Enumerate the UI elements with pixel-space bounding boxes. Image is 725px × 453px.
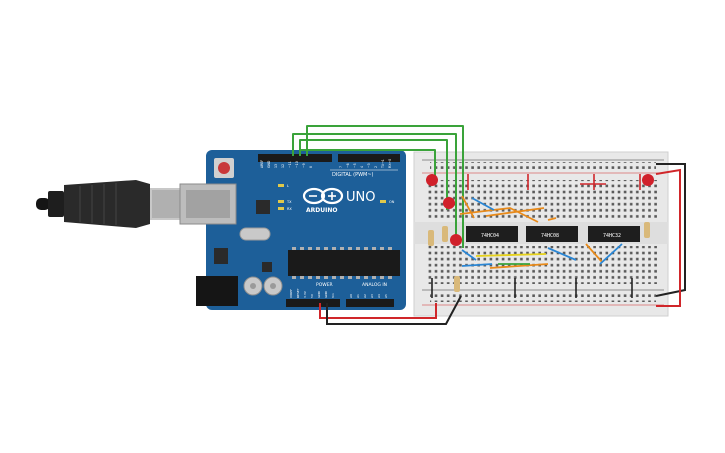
orange-wire-3[interactable]	[461, 195, 475, 219]
pin-label-gnd-1: GND	[317, 290, 321, 298]
crystal	[239, 227, 271, 241]
pin-label-a2: A2	[363, 294, 367, 298]
digital-header-left[interactable]	[258, 154, 332, 162]
resistors[interactable]	[428, 222, 650, 292]
led-4[interactable]	[642, 174, 654, 186]
model-label: UNO	[346, 190, 375, 205]
pin-label-3v3: 3.3V	[303, 290, 307, 298]
chip-3-label: 74HC32	[603, 233, 621, 239]
led-label-tx: TX	[286, 200, 292, 204]
orange-wire-6[interactable]	[585, 243, 603, 263]
led-label-l: L	[287, 184, 289, 188]
pin-label-9: ~9	[302, 163, 306, 168]
blue-wire-4[interactable]	[461, 249, 477, 261]
green-wire-2[interactable]	[299, 139, 448, 210]
green-wires[interactable]	[292, 125, 464, 248]
pin-label-5v: 5V	[310, 293, 314, 298]
pin-label-13: 13	[274, 164, 278, 168]
pin-label-a1: A1	[356, 294, 360, 298]
black-jumpers[interactable]	[431, 278, 633, 298]
blue-wire-1[interactable]	[547, 247, 577, 261]
digital-pin-labels: AREF GND 13 12 ~11 ~10 ~9 8 7 ~6 ~5 4 ~3…	[260, 159, 392, 169]
brand-label: ARDUINO	[306, 207, 337, 214]
atmega-microcontroller	[288, 250, 400, 276]
pin-label-10: ~10	[295, 161, 299, 168]
voltage-regulator	[214, 248, 228, 264]
pin-label-reset: RESET	[296, 288, 300, 298]
led-2[interactable]	[443, 197, 455, 209]
led-3[interactable]	[450, 234, 462, 246]
arduino-uno-board[interactable]: AREF GND 13 12 ~11 ~10 ~9 8 7 ~6 ~5 4 ~3…	[179, 150, 406, 310]
pin-label-aref: AREF	[260, 160, 264, 168]
power-jack	[196, 276, 238, 306]
pin-label-8: 8	[309, 166, 313, 168]
resistor-4[interactable]	[644, 222, 650, 238]
bottom-power-rail[interactable]	[430, 292, 656, 302]
led-label-rx: RX	[287, 207, 292, 211]
power-pin-labels: IOREF RESET 3.3V 5V GND GND Vin A0 A1 A2…	[289, 288, 388, 298]
pin-label-12: 12	[281, 164, 285, 168]
analog-header-label: ANALOG IN	[362, 282, 387, 288]
pin-label-2: 2	[374, 166, 378, 168]
red-jumpers[interactable]	[467, 174, 641, 190]
pin-label-3: ~3	[367, 163, 371, 168]
black-wire-rail[interactable]	[655, 163, 686, 297]
pin-label-ioref: IOREF	[289, 289, 293, 298]
resistor-3[interactable]	[454, 276, 460, 292]
red-wire-rail[interactable]	[655, 168, 681, 307]
pin-label-a3: A3	[370, 294, 374, 298]
pin-label-vin: Vin	[331, 293, 335, 298]
pin-label-a0: A0	[349, 294, 353, 298]
chip-74hc08[interactable]: 74HC08	[526, 226, 578, 242]
red-wire-5v[interactable]	[319, 303, 437, 319]
orange-wire-2[interactable]	[485, 207, 545, 217]
pin-label-5: ~5	[353, 163, 357, 168]
signal-wires[interactable]	[459, 195, 623, 269]
usb-cable[interactable]	[36, 180, 182, 228]
chip-2-label: 74HC08	[541, 233, 559, 239]
pin-label-0: RX←0	[388, 159, 392, 168]
power-header-label: POWER	[316, 282, 333, 288]
pin-label-6: ~6	[346, 163, 350, 168]
pin-label-7: 7	[339, 166, 343, 168]
resistor-1[interactable]	[428, 230, 434, 246]
black-wire-gnd[interactable]	[326, 295, 462, 325]
orange-wire-1[interactable]	[459, 207, 539, 223]
pin-label-11: ~11	[288, 161, 292, 168]
top-terminal-strip[interactable]	[426, 180, 658, 218]
arduino-logo-icon	[302, 187, 344, 205]
chip-74hc04[interactable]: 74HC04	[466, 226, 518, 242]
led-1[interactable]	[426, 174, 438, 186]
power-wires[interactable]	[319, 163, 686, 325]
top-power-rail[interactable]	[430, 162, 656, 172]
leds[interactable]	[426, 174, 654, 246]
power-header[interactable]	[286, 299, 340, 307]
pin-label-a4: A4	[377, 294, 381, 298]
usb-controller-chip	[256, 200, 270, 214]
blue-wire-2[interactable]	[599, 243, 623, 265]
chip-1-label: 74HC04	[481, 233, 499, 239]
digital-header-right[interactable]	[338, 154, 400, 162]
pin-label-gnd: GND	[267, 160, 271, 168]
digital-header-label: DIGITAL (PWM~)	[332, 172, 374, 178]
pin-label-gnd-2: GND	[324, 290, 328, 298]
orange-wire-5[interactable]	[489, 263, 549, 269]
orange-wire-4[interactable]	[547, 217, 557, 221]
pin-label-4: 4	[360, 166, 364, 168]
pin-label-1: TX→1	[381, 159, 385, 169]
led-label-on: ON	[389, 200, 395, 204]
blue-wire-5[interactable]	[471, 197, 495, 211]
green-wire-1[interactable]	[292, 133, 457, 236]
resistor-2[interactable]	[442, 226, 448, 242]
blue-wire-3[interactable]	[461, 263, 493, 267]
green-wire-4[interactable]	[299, 149, 436, 176]
pin-label-a5: A5	[384, 294, 388, 298]
analog-header[interactable]	[346, 299, 394, 307]
chip-74hc32[interactable]: 74HC32	[588, 226, 640, 242]
green-wire-3[interactable]	[306, 125, 464, 248]
reset-button-cap[interactable]	[218, 162, 230, 174]
yellow-wire[interactable]	[475, 253, 547, 257]
